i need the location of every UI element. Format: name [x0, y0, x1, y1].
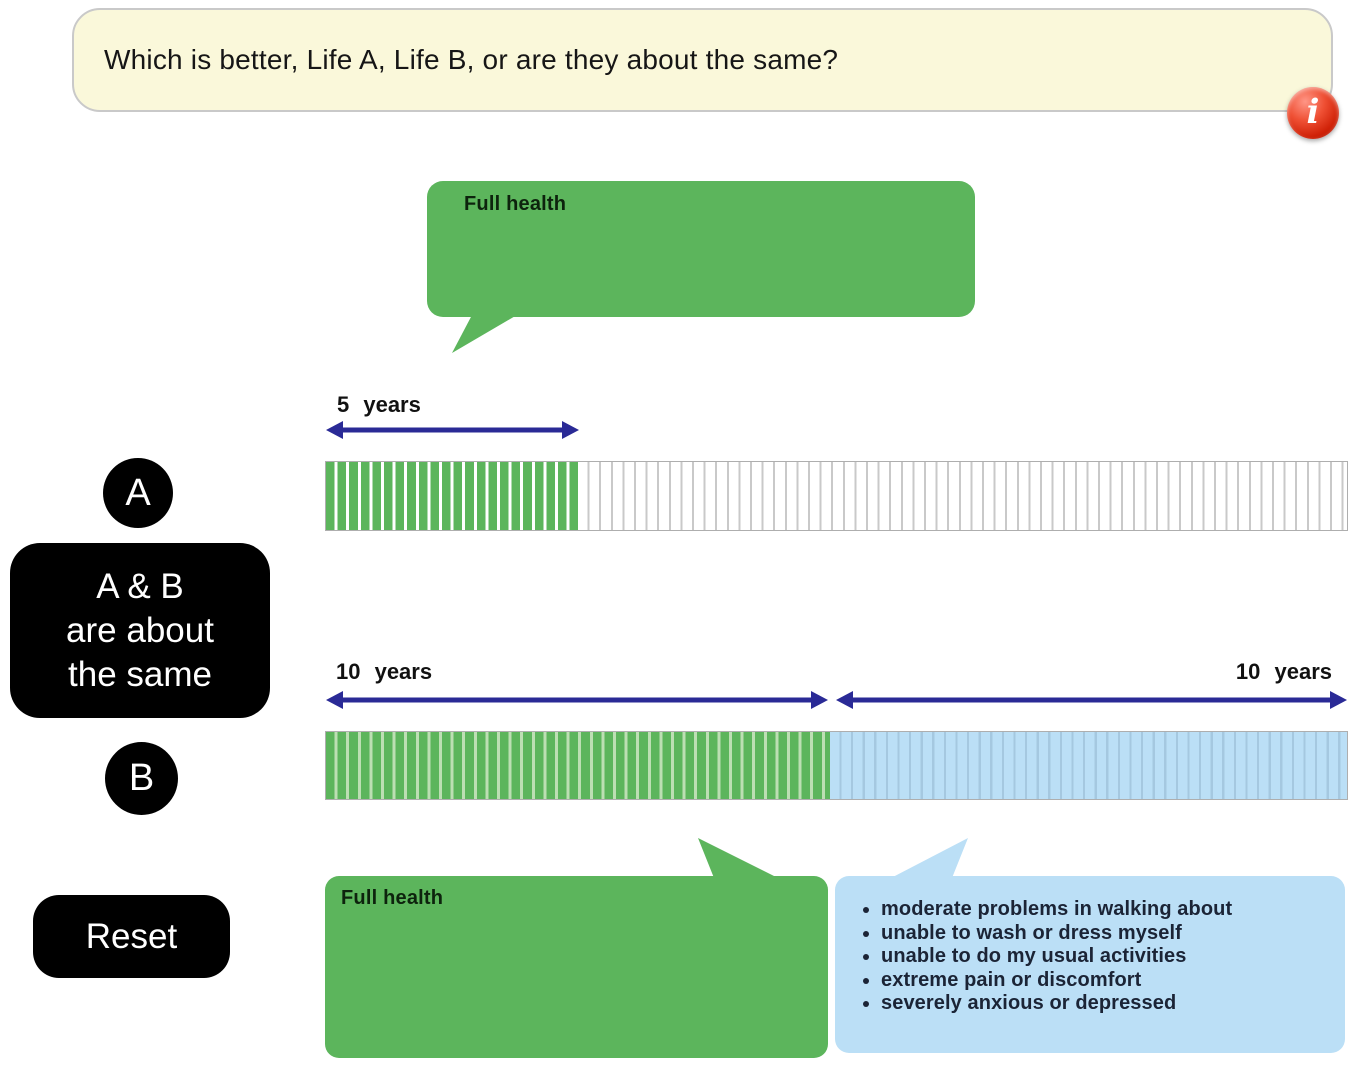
life-a-duration-arrow-icon — [326, 421, 579, 439]
life-b-bar — [325, 731, 1348, 800]
impaired-state-item: unable to wash or dress myself — [881, 922, 1345, 946]
info-icon[interactable]: i — [1287, 87, 1339, 139]
choose-life-b-button[interactable]: B — [105, 742, 178, 815]
about-the-same-button[interactable]: A & B are about the same — [10, 543, 270, 718]
life-a-bar — [325, 461, 1348, 531]
impaired-state-item: unable to do my usual activities — [881, 945, 1345, 969]
life-b-badge-label: B — [128, 757, 155, 799]
life-b-blue-box-tail-icon — [891, 838, 968, 878]
life-b-impaired-duration-label: 10 years — [1235, 659, 1332, 684]
choose-life-a-button[interactable]: A — [103, 458, 173, 528]
impaired-state-list: moderate problems in walking aboutunable… — [835, 898, 1345, 1016]
impaired-state-item: severely anxious or depressed — [881, 992, 1345, 1016]
life-b-full-health-segment — [326, 732, 830, 799]
question-bubble: Which is better, Life A, Life B, or are … — [72, 8, 1333, 112]
life-b-full-health-label: Full health — [341, 887, 444, 909]
impaired-state-item: moderate problems in walking about — [881, 898, 1345, 922]
life-b-green-box-tail-icon — [698, 838, 778, 878]
question-text: Which is better, Life A, Life B, or are … — [104, 44, 839, 75]
life-a-full-health-segment — [326, 462, 578, 530]
life-b-full-health-duration-label: 10 years — [336, 659, 433, 684]
life-a-empty-segment — [578, 462, 1347, 530]
life-b-impaired-segment — [830, 732, 1347, 799]
life-a-duration-label: 5 years — [337, 392, 421, 417]
life-a-full-health-label: Full health — [464, 193, 567, 215]
life-b-impaired-state-box: moderate problems in walking aboutunable… — [835, 876, 1345, 1053]
reset-button[interactable]: Reset — [33, 895, 230, 978]
info-icon-glyph: i — [1306, 91, 1320, 132]
life-a-bubble-tail-icon — [452, 315, 517, 353]
life-a-badge-label: A — [125, 471, 151, 514]
life-b-full-health-duration-arrow-icon — [326, 691, 828, 709]
impaired-state-item: extreme pain or discomfort — [881, 969, 1345, 993]
life-b-impaired-duration-arrow-icon — [836, 691, 1347, 709]
life-a-full-health-bubble: Full health — [427, 181, 975, 317]
life-b-full-health-box: Full health — [325, 876, 828, 1058]
